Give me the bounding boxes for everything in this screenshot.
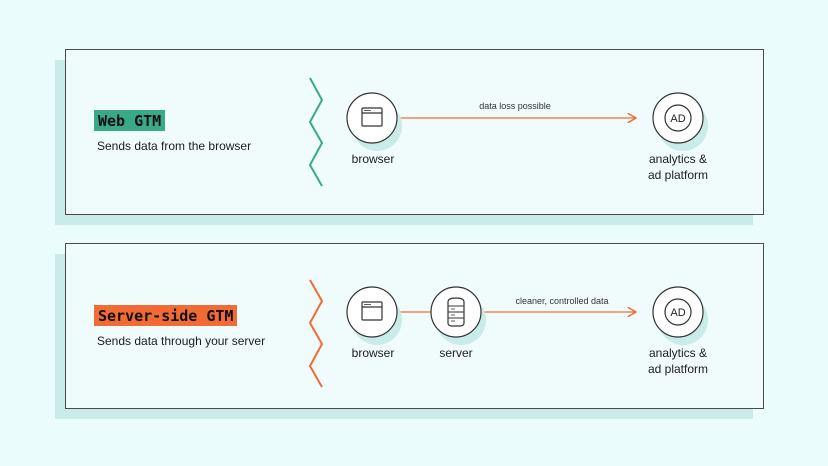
ad-icon: AD	[664, 104, 692, 132]
web-browser-node	[346, 92, 402, 151]
ad-icon: AD	[664, 298, 692, 326]
server-edge-label-2: cleaner, controlled data	[515, 296, 609, 306]
browser-window-icon	[361, 301, 383, 321]
server-browser-node	[346, 286, 402, 345]
web-zigzag-divider	[308, 77, 324, 187]
browser-window-icon	[361, 107, 383, 127]
server-analytics-node: AD	[652, 286, 708, 345]
server-browser-label: browser	[351, 346, 395, 360]
server-node-label: server	[439, 346, 473, 360]
web-gtm-badge: Web GTM	[94, 110, 166, 131]
server-icon	[447, 297, 465, 327]
web-gtm-panel	[65, 49, 764, 215]
web-browser-label: browser	[351, 152, 395, 166]
server-analytics-label: analytics & ad platform	[647, 346, 709, 376]
server-gtm-panel	[65, 243, 764, 409]
server-node	[430, 286, 486, 345]
server-zigzag-divider	[308, 279, 324, 388]
server-gtm-description: Sends data through your server	[97, 334, 266, 348]
web-edge-label: data loss possible	[479, 101, 551, 111]
web-gtm-description: Sends data from the browser	[97, 139, 252, 153]
web-analytics-label: analytics & ad platform	[647, 152, 709, 182]
web-analytics-node: AD	[652, 92, 708, 151]
server-gtm-badge: Server-side GTM	[94, 305, 238, 326]
ad-icon-text: AD	[670, 113, 685, 125]
ad-icon-text: AD	[670, 307, 685, 319]
